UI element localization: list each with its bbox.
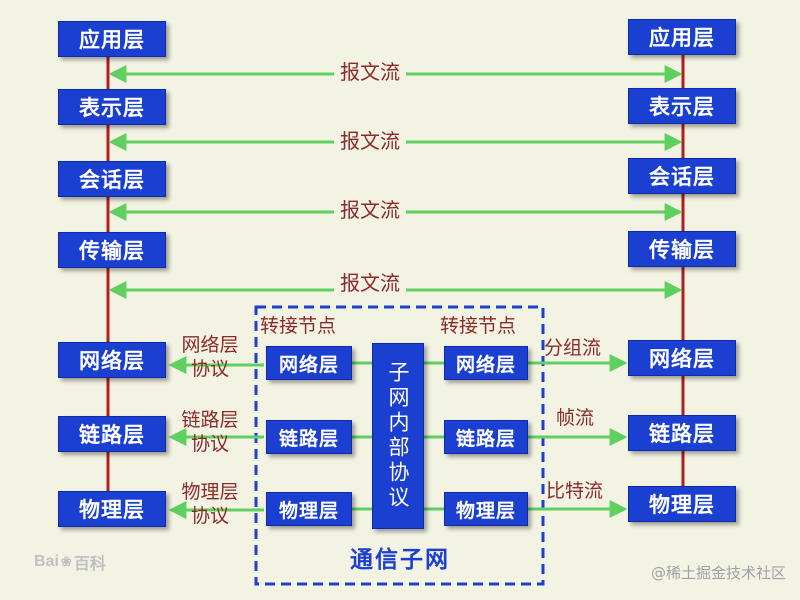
node-left-link-layer: 链路层 [266,420,352,454]
left-presentation-layer: 表示层 [58,89,166,125]
node-right-physical-layer: 物理层 [444,492,528,526]
left-network-layer: 网络层 [58,342,166,378]
message-flow-label: 报文流 [334,61,406,83]
site-watermark: @稀土掘金技术社区 [650,564,786,582]
right-physical-layer: 物理层 [628,486,736,522]
baidu-logo-text2: 百科 [73,556,106,573]
node-right-link-layer: 链路层 [444,420,528,454]
left-transport-layer: 传输层 [58,232,166,268]
node-left-physical-layer: 物理层 [266,492,352,526]
node-right-network-layer: 网络层 [444,346,528,380]
message-flow-label: 报文流 [334,130,406,152]
subnet-boundary [254,305,545,586]
network-protocol-line1: 网络层 [181,334,239,356]
bit-flow-label: 比特流 [546,480,604,502]
physical-protocol-line2: 协议 [190,505,229,527]
link-protocol-line2: 协议 [190,433,229,455]
relay-node-label-left: 转接节点 [260,315,337,337]
right-application-layer: 应用层 [628,19,736,55]
left-session-layer: 会话层 [58,161,166,197]
right-network-layer: 网络层 [628,340,736,376]
right-presentation-layer: 表示层 [628,88,736,124]
physical-protocol-line1: 物理层 [181,481,239,503]
message-flow-label: 报文流 [334,199,406,221]
link-protocol-label: 链路层 协议 [170,408,250,456]
subnet-protocol-box: 子网内部协议 [372,343,424,529]
network-protocol-label: 网络层 协议 [170,333,250,381]
left-link-layer: 链路层 [58,416,166,452]
network-protocol-line2: 协议 [190,358,229,380]
baidu-logo-text: Bai [34,553,59,570]
relay-node-label-right: 转接节点 [440,315,517,337]
link-protocol-line1: 链路层 [181,409,239,431]
physical-protocol-label: 物理层 协议 [170,480,250,528]
left-physical-layer: 物理层 [58,491,166,527]
node-left-network-layer: 网络层 [266,346,352,380]
right-transport-layer: 传输层 [628,231,736,267]
baidu-logo: Bai ❀ 百科 [34,550,106,574]
communication-subnet-label: 通信子网 [350,546,450,573]
left-application-layer: 应用层 [58,21,166,57]
right-link-layer: 链路层 [628,415,736,451]
right-session-layer: 会话层 [628,158,736,194]
packet-flow-label: 分组流 [544,337,602,359]
frame-flow-label: 帧流 [556,407,595,429]
paw-icon: ❀ [60,554,72,569]
message-flow-label: 报文流 [334,272,406,294]
